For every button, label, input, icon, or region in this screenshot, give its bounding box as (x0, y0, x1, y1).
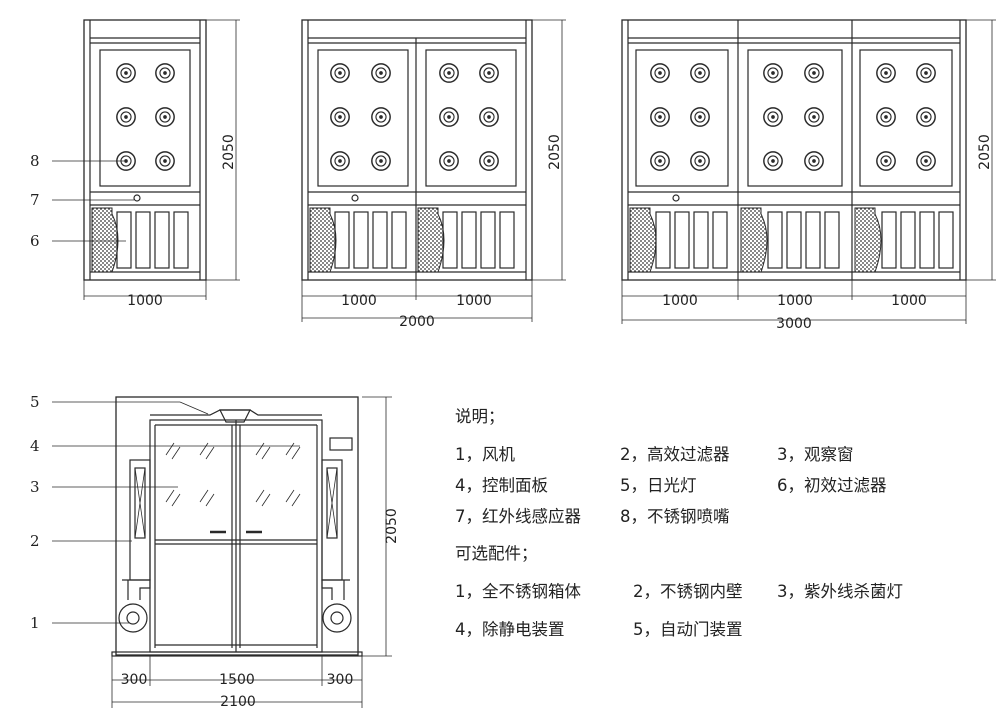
single-unit-view (83, 19, 207, 281)
double-width-label-2: 1000 (456, 293, 492, 309)
option-item-4: 4，除静电装置 (455, 620, 565, 639)
triple-width-label-1: 1000 (662, 293, 698, 309)
single-height-label: 2050 (221, 134, 237, 170)
callout-3: 3 (30, 478, 40, 496)
notes-title: 说明； (455, 407, 505, 426)
note-item-7: 7，红外线感应器 (455, 507, 581, 526)
callout-6: 6 (30, 232, 40, 250)
front-total-width-label: 2100 (220, 694, 256, 710)
single-width-label: 1000 (127, 293, 163, 309)
callout-2: 2 (30, 532, 40, 550)
front-view (111, 396, 363, 657)
note-item-3: 3，观察窗 (777, 445, 854, 464)
double-width-label-1: 1000 (341, 293, 377, 309)
note-item-2: 2，高效过滤器 (620, 445, 730, 464)
callout-1: 1 (30, 614, 40, 632)
top-callouts: 8 7 6 (30, 152, 134, 250)
option-item-2: 2，不锈钢内壁 (633, 582, 743, 601)
options-title: 可选配件； (455, 544, 538, 563)
option-item-3: 3，紫外线杀菌灯 (777, 582, 903, 601)
front-dimensions: 2050 300 1500 300 2100 (111, 396, 400, 710)
front-center-width-label: 1500 (219, 672, 255, 688)
front-callouts: 5 4 3 2 1 (30, 393, 300, 632)
note-item-6: 6，初效过滤器 (777, 476, 887, 495)
top-dimensions: 2050 2050 2050 1000 1000 1000 2000 1000 (83, 19, 996, 332)
callout-7: 7 (30, 191, 40, 209)
triple-unit-view (621, 19, 967, 281)
triple-height-label: 2050 (977, 134, 993, 170)
triple-total-label: 3000 (776, 316, 812, 332)
note-item-4: 4，控制面板 (455, 476, 548, 495)
double-height-label: 2050 (547, 134, 563, 170)
note-item-8: 8，不锈钢喷嘴 (620, 507, 730, 526)
triple-width-label-3: 1000 (891, 293, 927, 309)
option-item-5: 5，自动门装置 (633, 620, 743, 639)
note-item-5: 5，日光灯 (620, 476, 697, 495)
front-left-width-label: 300 (121, 672, 148, 688)
option-item-1: 1，全不锈钢箱体 (455, 582, 581, 601)
note-item-1: 1，风机 (455, 445, 515, 464)
callout-8: 8 (30, 152, 40, 170)
front-height-label: 2050 (384, 508, 400, 544)
triple-width-label-2: 1000 (777, 293, 813, 309)
callout-5: 5 (30, 393, 40, 411)
front-right-width-label: 300 (327, 672, 354, 688)
callout-4: 4 (30, 437, 40, 455)
double-unit-view (301, 19, 533, 281)
double-total-label: 2000 (399, 314, 435, 330)
